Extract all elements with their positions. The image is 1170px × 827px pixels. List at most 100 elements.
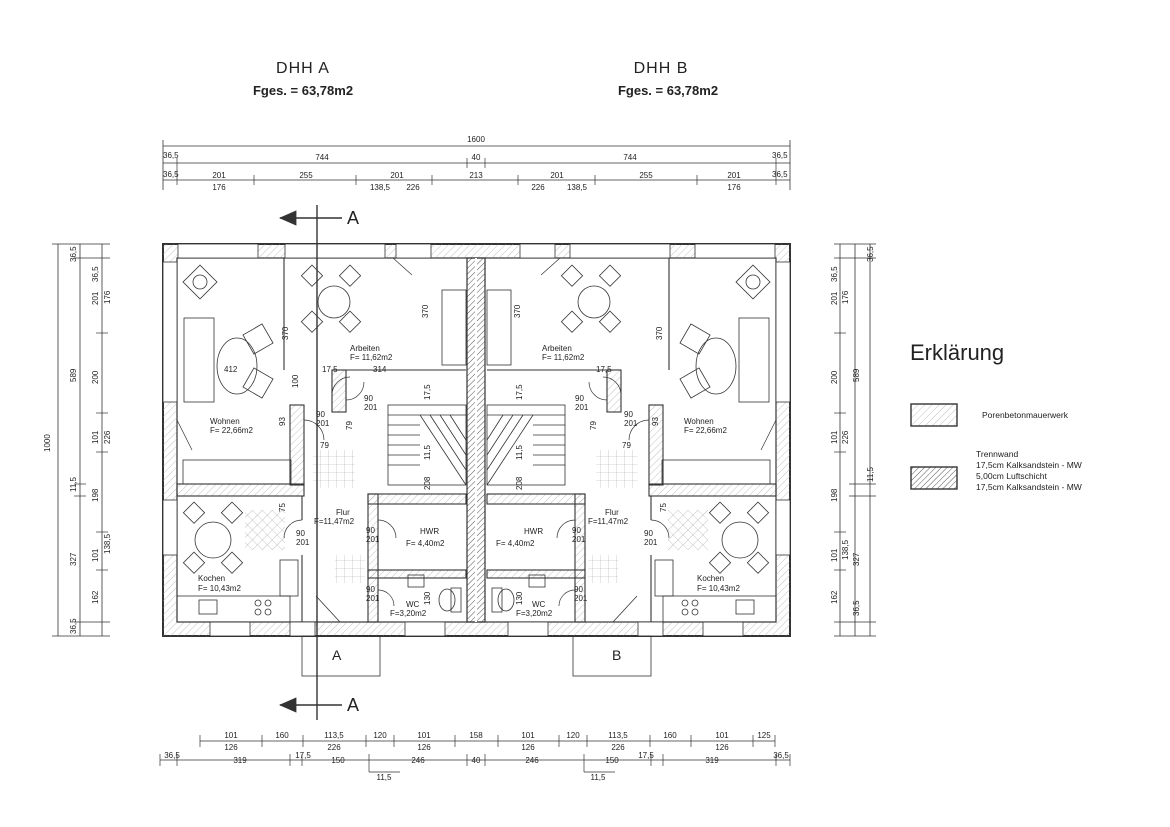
dim-bot-r1-0: 101 xyxy=(224,731,238,740)
dim-370-b1: 370 xyxy=(655,326,664,340)
door-b2-w: 90 xyxy=(575,394,584,403)
furniture-arbeiten-b xyxy=(486,264,622,366)
dim-bot-r2-10: 36,5 xyxy=(773,751,789,760)
dim-top-r3-4: 138,5 xyxy=(567,183,588,192)
door-a5-h: 201 xyxy=(366,594,380,603)
room-a-wc-name: WC xyxy=(406,600,420,609)
dim-bot-r1-6: 101 xyxy=(521,731,535,740)
dim-right-c3-2: 138,5 xyxy=(841,539,850,560)
room-b-kochen-area: F= 10,43m2 xyxy=(697,584,740,593)
dim-bot-r2-4: 246 xyxy=(411,756,425,765)
room-b-flur-area: F=11,47m2 xyxy=(588,517,629,526)
legend-line-3: 5,00cm Luftschicht xyxy=(976,471,1047,481)
dim-370-b2: 370 xyxy=(513,304,522,318)
dim-100-a: 100 xyxy=(291,374,300,388)
dim-175-b: 17,5 xyxy=(596,365,612,374)
dim-left-c2-6: 162 xyxy=(91,590,100,604)
dim-left-c2-0: 36,5 xyxy=(91,266,100,282)
room-b-flur-name: Flur xyxy=(605,508,619,517)
house-b-total-area: Fges. = 63,78m2 xyxy=(617,83,719,98)
dim-79-a1: 79 xyxy=(320,441,329,450)
dim-370-a2: 370 xyxy=(421,304,430,318)
door-b5-h: 201 xyxy=(574,594,588,603)
room-a-wohnen-name: Wohnen xyxy=(210,417,240,426)
stairs-a xyxy=(387,404,467,486)
dim-left-c1-0: 36,5 xyxy=(69,246,78,262)
dim-75-b: 75 xyxy=(659,503,668,512)
dim-208-a: 208 xyxy=(423,476,432,490)
dim-130-b: 130 xyxy=(515,591,524,605)
room-b-wohnen-area: F= 22,66m2 xyxy=(684,426,727,435)
dim-75-a: 75 xyxy=(278,503,287,512)
door-b3-h: 201 xyxy=(644,538,658,547)
dim-79-a2: 79 xyxy=(345,421,354,430)
dim-left-c3-0: 176 xyxy=(103,290,112,304)
dim-bot-r1-3: 120 xyxy=(373,731,387,740)
dim-left-c1-2: 11,5 xyxy=(69,476,78,492)
dim-115-b: 11,5 xyxy=(515,444,524,460)
legend-title: Erklärung xyxy=(910,340,1005,365)
dim-left-c2-2: 200 xyxy=(91,370,100,384)
dim-175-a: 17,5 xyxy=(322,365,338,374)
door-a1-h: 201 xyxy=(316,419,330,428)
room-a-arbeiten-name: Arbeiten xyxy=(350,344,380,353)
dim-top-r1-3: 744 xyxy=(623,153,637,162)
dim-top-r3-5: 176 xyxy=(727,183,741,192)
dim-right-c2-6: 162 xyxy=(830,590,839,604)
room-b-wc-area: F=3,20m2 xyxy=(516,609,553,618)
room-a-kochen-area: F= 10,43m2 xyxy=(198,584,241,593)
dim-right-c2-5: 101 xyxy=(830,548,839,562)
dim-right-c3-0: 176 xyxy=(841,290,850,304)
dim-right-c3-1: 226 xyxy=(841,430,850,444)
dim-right-c2-4: 198 xyxy=(830,488,839,502)
dim-bot-r1-2: 113,5 xyxy=(324,731,344,740)
door-a4-h: 201 xyxy=(366,535,380,544)
entrance-a-step xyxy=(301,635,381,677)
dim-top-r3-0: 176 xyxy=(212,183,226,192)
dim-top-r2-3: 201 xyxy=(390,171,404,180)
dim-left-c3-2: 138,5 xyxy=(103,533,112,554)
door-a2-w: 90 xyxy=(364,394,373,403)
dim-top-r3-3: 226 xyxy=(531,183,545,192)
dim-top-r1-1: 744 xyxy=(315,153,329,162)
room-b-wc-name: WC xyxy=(532,600,546,609)
dim-left-c2-4: 198 xyxy=(91,488,100,502)
door-a3-w: 90 xyxy=(296,529,305,538)
room-b-hwr-area: F= 4,40m2 xyxy=(496,539,535,548)
dim-208-b: 208 xyxy=(515,476,524,490)
dim-top-r2-7: 201 xyxy=(727,171,741,180)
dim-bot-r2-1: 319 xyxy=(233,756,247,765)
dim-right-c2-1: 201 xyxy=(830,291,839,305)
dim-top-r3-1: 138,5 xyxy=(370,183,391,192)
door-b2-h: 201 xyxy=(575,403,589,412)
section-marker-top: A xyxy=(347,208,359,228)
dim-175-a2: 17,5 xyxy=(423,384,432,400)
furniture-kochen-a xyxy=(176,501,299,623)
dim-412: 412 xyxy=(224,365,238,374)
dim-bot-r1-5: 158 xyxy=(469,731,483,740)
dim-left-c2-3: 101 xyxy=(91,430,100,444)
furniture-arbeiten-a xyxy=(300,264,467,366)
legend-line-1: Trennwand xyxy=(976,449,1019,459)
dim-right-c1-1: 589 xyxy=(852,368,861,382)
dim-bot-r2-2: 17,5 xyxy=(295,751,311,760)
dim-175-b2: 17,5 xyxy=(515,384,524,400)
entrance-a-label: A xyxy=(332,647,342,663)
dim-left-c2-5: 101 xyxy=(91,548,100,562)
dim-bot-r1-8: 113,5 xyxy=(608,731,628,740)
dim-left-c3-1: 226 xyxy=(103,430,112,444)
dim-top-r1-4: 36,5 xyxy=(772,151,788,160)
room-a-flur-name: Flur xyxy=(336,508,350,517)
dim-top-r3-2: 226 xyxy=(406,183,420,192)
dim-right-c2-3: 101 xyxy=(830,430,839,444)
entrance-b-label: B xyxy=(612,647,621,663)
furniture-kochen-b xyxy=(654,501,777,623)
dim-bot-r1b-0: 126 xyxy=(224,743,238,752)
door-a4-w: 90 xyxy=(366,526,375,535)
dim-93-b: 93 xyxy=(651,417,660,426)
furniture-wohnen-b xyxy=(661,264,771,485)
dim-left-c1-4: 36,5 xyxy=(69,618,78,634)
legend-item-porenbeton: Porenbetonmauerwerk xyxy=(982,410,1068,420)
dim-overall: 1600 xyxy=(467,135,485,144)
dim-right-c1-3: 327 xyxy=(852,552,861,566)
